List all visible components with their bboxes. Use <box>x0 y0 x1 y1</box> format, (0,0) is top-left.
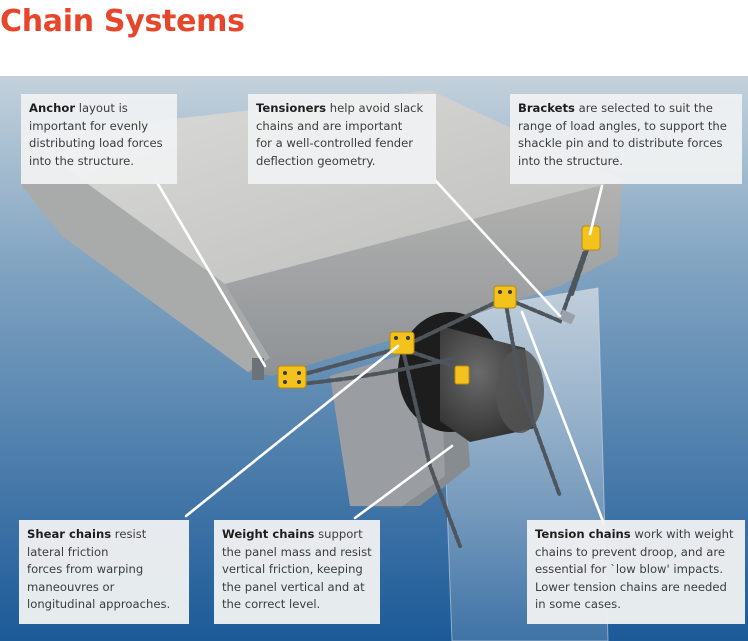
callout-tensioners-bold: Tensioners <box>256 101 327 115</box>
callout-anchor-bold: Anchor <box>29 101 76 115</box>
weight-chain-right <box>503 296 562 498</box>
callout-weight-line-4: the panel vertical and at <box>222 579 365 594</box>
weight-chain-left <box>400 344 462 548</box>
callout-tension-line-4: Lower tension chains are needed <box>535 579 727 594</box>
callout-tensioners-line-2: chains and are important <box>256 118 403 133</box>
callout-tension-line-3: essential for `low blow' impacts. <box>535 562 724 576</box>
tensioner <box>558 309 576 325</box>
callout-tension-line-2: chains to prevent droop, and are <box>535 544 726 559</box>
callout-anchor-line-4: into the structure. <box>29 153 134 168</box>
leader-tension <box>520 310 606 526</box>
callout-weight: Weight chains support the panel mass and… <box>214 520 380 624</box>
callout-weight-line-2: the panel mass and resist <box>222 544 372 559</box>
callout-tensioners-line-3: for a well-controlled fender <box>256 136 414 150</box>
callout-weight-bold: Weight chains <box>222 527 315 541</box>
callout-shear-line-2: lateral friction <box>27 544 109 559</box>
shear-chain-lower <box>298 356 457 386</box>
callout-tensioners-line-1: help avoid slack <box>326 101 424 115</box>
callout-tensioners-line-4: deflection geometry. <box>256 153 376 168</box>
bracket-left <box>277 365 307 389</box>
callout-brackets-bold: Brackets <box>518 101 575 115</box>
callout-shear-line-3: forces from warping <box>27 562 144 576</box>
deck-front-face <box>225 180 622 376</box>
callout-weight-line-1: support <box>314 527 363 541</box>
callout-tension-line-1: work with weight <box>630 527 734 541</box>
callout-brackets: Brackets are selected to suit the range … <box>510 94 742 184</box>
callout-anchor-line-3: distributing load forces <box>29 136 163 150</box>
callout-brackets-line-4: into the structure. <box>518 153 623 168</box>
leader-lines <box>153 177 606 526</box>
callout-brackets-line-1: are selected to suit the <box>574 101 713 115</box>
leader-anchor <box>153 177 267 368</box>
callout-brackets-line-2: range of load angles, to support the <box>518 118 727 133</box>
leader-brackets <box>588 184 604 236</box>
bracket-right <box>493 285 517 309</box>
callout-shear-bold: Shear chains <box>27 527 112 541</box>
cone-fender <box>398 312 544 442</box>
callout-tensioners: Tensioners help avoid slack chains and a… <box>248 94 436 184</box>
callout-shear-line-5: longitudinal approaches. <box>27 597 171 611</box>
callout-anchor: Anchor layout is important for evenly di… <box>21 94 177 184</box>
anchor-plate <box>252 358 264 380</box>
callout-shear-line-1: resist <box>111 527 147 541</box>
leader-weight <box>353 444 454 520</box>
callout-tension-bold: Tension chains <box>535 527 631 541</box>
page-title: Chain Systems <box>0 4 245 39</box>
callout-shear-line-4: maneouvres or <box>27 579 115 594</box>
callout-shear: Shear chains resist lateral friction for… <box>19 520 189 624</box>
tension-chain-diag <box>398 296 507 350</box>
callout-tension: Tension chains work with weight chains t… <box>527 520 745 624</box>
leader-tensioners <box>433 178 562 318</box>
callout-anchor-line-2: important for evenly <box>29 118 149 133</box>
callout-weight-line-5: the correct level. <box>222 597 321 611</box>
callout-weight-line-3: vertical friction, keeping <box>222 562 363 576</box>
bracket-mid-lower <box>454 365 470 385</box>
callout-brackets-line-3: shackle pin and to distribute forces <box>518 136 723 150</box>
deck-left-face <box>22 136 270 372</box>
leader-shear <box>184 344 400 518</box>
callout-tension-line-5: in some cases. <box>535 597 621 611</box>
fender-illustration: Anchor layout is important for evenly di… <box>0 76 748 641</box>
callout-anchor-line-1: layout is <box>75 101 128 115</box>
